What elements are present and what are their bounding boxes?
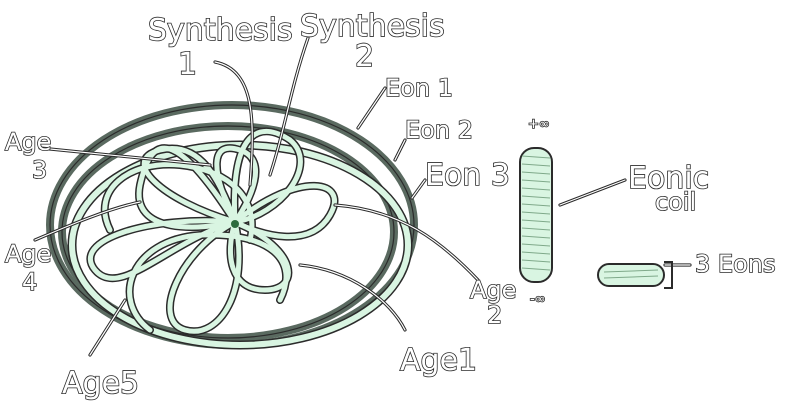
label-age-5: Age5: [62, 366, 139, 401]
labels: Synthesis 1 Synthesis 2 Eon 1 Eon 2 Eon …: [4, 8, 776, 402]
label-age-3-number: 3: [32, 156, 47, 184]
label-age-1: Age1: [400, 343, 477, 378]
label-synthesis-1-title: Synthesis: [148, 13, 293, 48]
label-synthesis-1-number: 1: [178, 47, 197, 82]
label-synthesis-2-number: 2: [355, 39, 374, 74]
label-minus-infinity: -∞: [530, 292, 546, 307]
label-eon-3: Eon 3: [425, 158, 510, 193]
label-age-2-title: Age: [470, 276, 516, 304]
label-age-3-title: Age: [5, 128, 51, 156]
label-age-2-number: 2: [487, 301, 502, 329]
eon-ring-mint: [67, 140, 413, 350]
eonic-coil: [519, 147, 553, 283]
label-eon-2: Eon 2: [405, 116, 473, 144]
three-eons-coil: [597, 261, 673, 289]
label-eonic-coil-subtitle: coil: [655, 188, 696, 216]
age-loops: [86, 127, 339, 336]
label-eon-1: Eon 1: [385, 74, 453, 102]
label-three-eons: 3 Eons: [695, 250, 775, 278]
label-age-4-number: 4: [22, 268, 37, 296]
label-synthesis-2-title: Synthesis: [300, 9, 445, 44]
center-mark: [231, 220, 239, 228]
label-age-4-title: Age: [5, 240, 51, 268]
leader-lines: [33, 36, 692, 357]
label-eonic-coil-title: Eonic: [628, 161, 709, 196]
label-plus-infinity: +∞: [528, 117, 550, 132]
